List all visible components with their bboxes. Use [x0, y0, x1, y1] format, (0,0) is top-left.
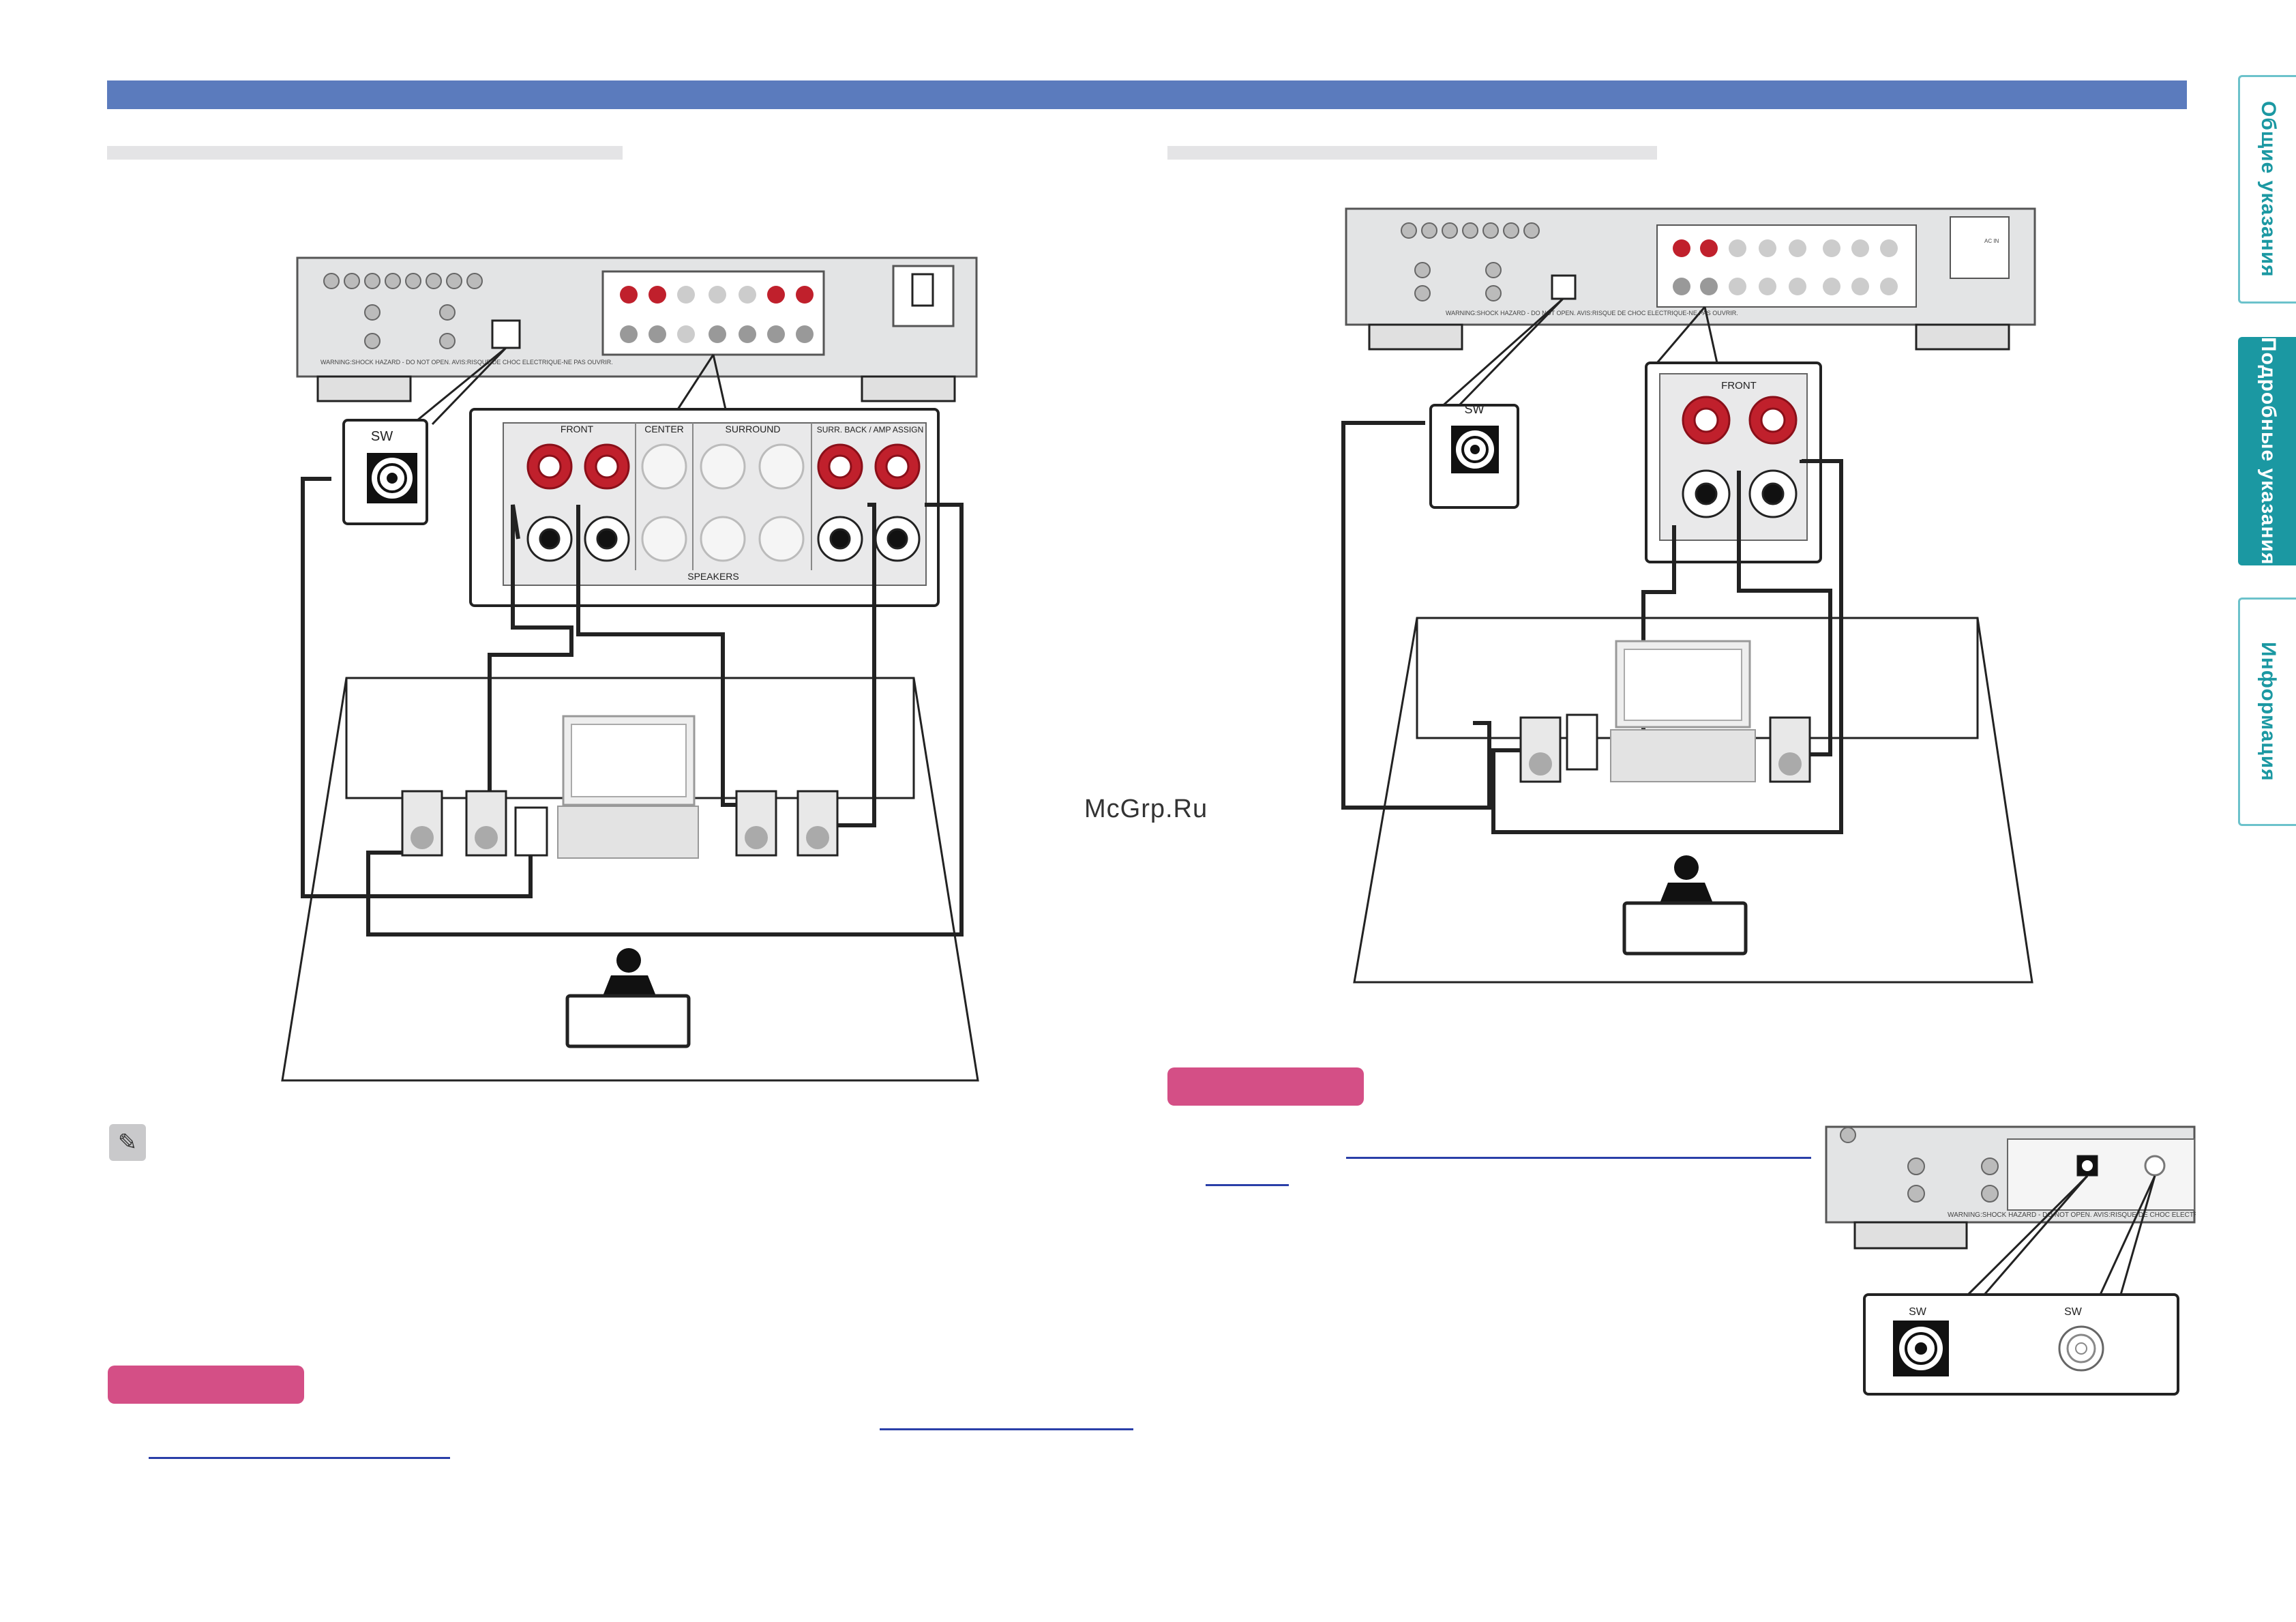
watermark: McGrp.Ru — [1084, 795, 1208, 823]
tab-information-label: Информация — [2257, 642, 2280, 782]
link-underline-2[interactable] — [1206, 1184, 1289, 1186]
front-label-right: FRONT — [1721, 380, 1757, 392]
panel-warning-small: WARNING:SHOCK HAZARD - DO NOT OPEN. AVIS… — [1948, 1211, 2196, 1219]
sw-label-small-2: SW — [2064, 1306, 2083, 1318]
panel-warning-right: WARNING:SHOCK HAZARD - DO NOT OPEN. AVIS… — [1446, 310, 1738, 316]
link-underline-3[interactable] — [880, 1428, 1133, 1430]
tab-general-label: Общие указания — [2257, 101, 2280, 278]
section-rule-right — [1167, 146, 1657, 160]
tab-detailed-label: Подробные указания — [2257, 337, 2280, 565]
diagram-sw-terminals: WARNING:SHOCK HAZARD - DO NOT OPEN. AVIS… — [1825, 1125, 2196, 1396]
surr-back-label: SURR. BACK / AMP ASSIGN — [817, 425, 924, 434]
diagram-7-1-connection: WARNING:SHOCK HAZARD - DO NOT OPEN. AVIS… — [281, 256, 979, 1082]
sw-label-left: SW — [371, 429, 393, 444]
diagram-2-1-connection: AC IN WARNING:SHOCK HAZARD - DO NOT OPEN… — [1341, 207, 2036, 984]
sw-label-small-1: SW — [1909, 1306, 1927, 1318]
ac-in-label: AC IN — [1984, 238, 1999, 244]
speakers-label: SPEAKERS — [687, 571, 739, 582]
pencil-icon: ✎ — [109, 1124, 146, 1161]
tab-detailed[interactable]: Подробные указания — [2238, 337, 2296, 565]
front-label-left: FRONT — [561, 424, 594, 434]
link-underline-1[interactable] — [1346, 1157, 1811, 1159]
sw-label-right: SW — [1465, 402, 1485, 416]
note-badge-left — [108, 1366, 304, 1404]
tab-information[interactable]: Информация — [2238, 598, 2296, 826]
header-band — [107, 80, 2187, 109]
link-underline-4[interactable] — [149, 1457, 450, 1459]
panel-warning-left: WARNING:SHOCK HAZARD - DO NOT OPEN. AVIS… — [320, 359, 613, 366]
surround-label: SURROUND — [726, 424, 781, 434]
center-label: CENTER — [644, 424, 684, 434]
tab-general[interactable]: Общие указания — [2238, 75, 2296, 304]
section-rule-left — [107, 146, 623, 160]
note-badge-right — [1167, 1067, 1364, 1106]
